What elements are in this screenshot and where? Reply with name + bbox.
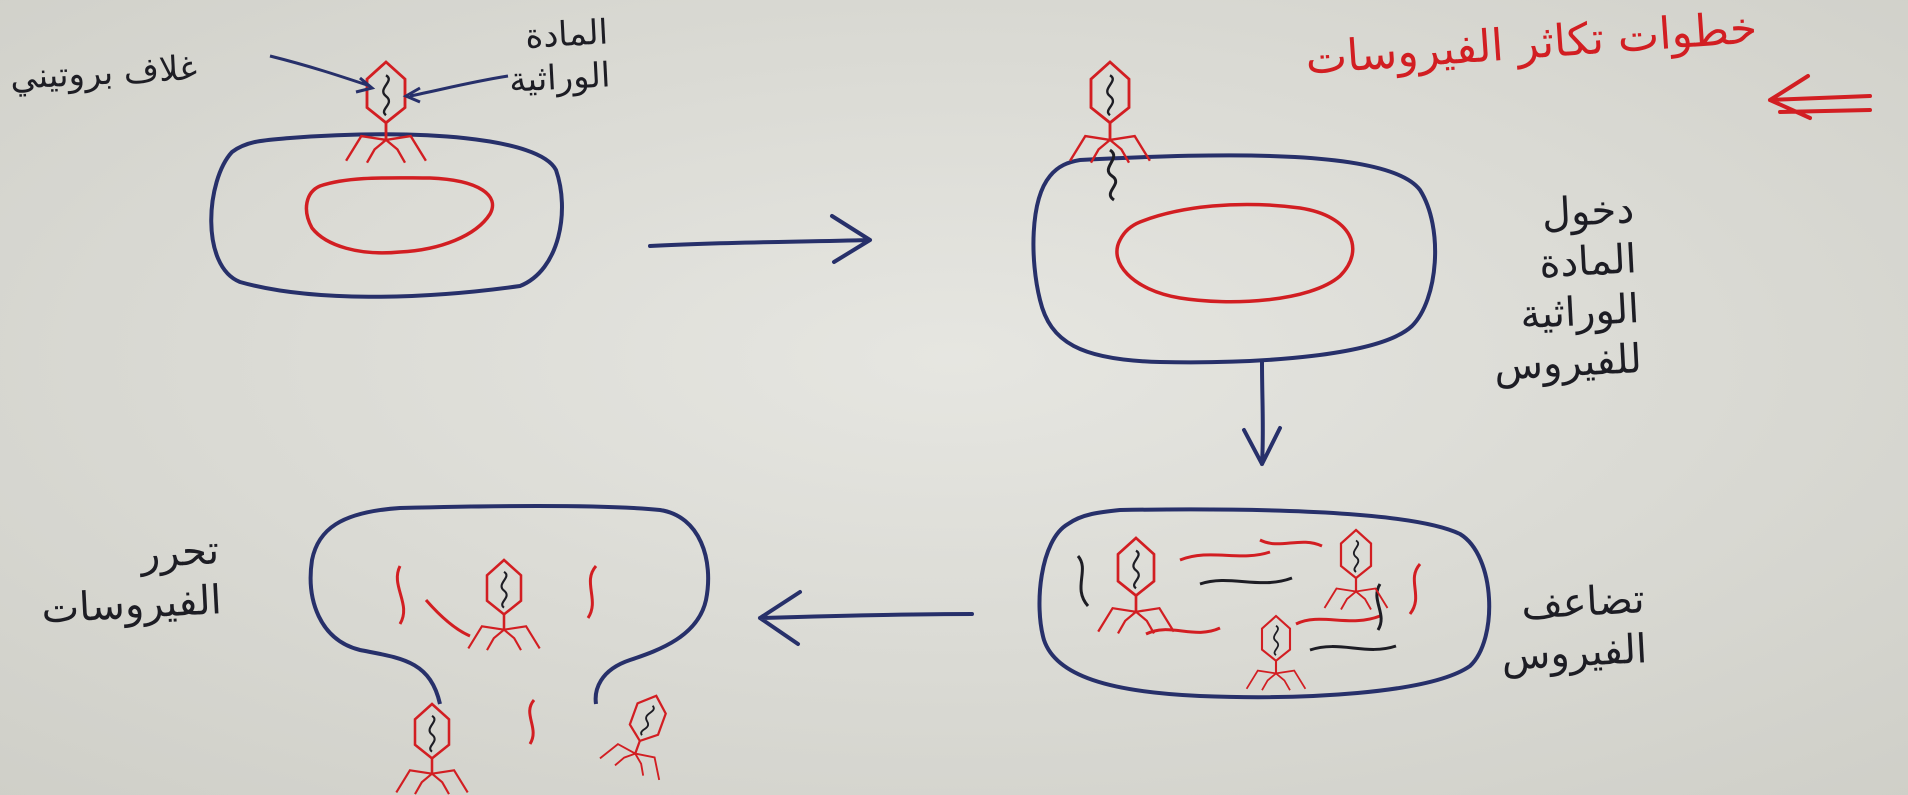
injected-dna bbox=[1106, 148, 1118, 202]
cell-3 bbox=[1037, 507, 1492, 700]
label-genetic-material-line-2: الوراثية bbox=[508, 54, 612, 101]
cell-1 bbox=[209, 132, 564, 299]
label-entry-line-2: المادة bbox=[1538, 236, 1638, 288]
label-entry-line-4: للفيروس bbox=[1492, 336, 1643, 390]
stage-attachment bbox=[209, 54, 564, 299]
pointer-genetic-material bbox=[402, 74, 509, 104]
label-entry-line-3: الوراثية bbox=[1519, 286, 1641, 339]
label-release-line-2: الفيروسات bbox=[40, 577, 223, 633]
released-dna bbox=[395, 565, 598, 745]
cell-2 bbox=[1031, 153, 1438, 365]
arrow-attach-to-entry bbox=[648, 214, 872, 264]
stage-entry bbox=[1031, 60, 1438, 365]
arrow-multiply-to-release bbox=[758, 590, 974, 646]
label-multiply-line-1: تضاعف bbox=[1520, 576, 1646, 629]
stage-release bbox=[308, 504, 711, 795]
cell-2-nucleoid bbox=[1115, 202, 1355, 304]
label-multiply: تضاعف الفيروس bbox=[1497, 574, 1648, 681]
stage-multiply bbox=[1037, 507, 1492, 700]
pointer-protein-coat bbox=[269, 54, 376, 94]
label-entry-line-1: دخول bbox=[1540, 186, 1636, 238]
label-entry: دخول المادة الوراثية للفيروس bbox=[1485, 184, 1643, 391]
cell-1-nucleoid bbox=[304, 176, 495, 255]
label-genetic-material-line-1: المادة bbox=[524, 12, 610, 57]
title-arrow bbox=[1768, 74, 1872, 120]
label-genetic-material: المادة الوراثية bbox=[506, 11, 611, 101]
arrow-entry-to-multiply bbox=[1242, 360, 1282, 466]
label-multiply-line-2: الفيروس bbox=[1500, 626, 1649, 680]
label-release: تحرر الفيروسات bbox=[38, 525, 223, 634]
cell-4-burst bbox=[308, 504, 711, 705]
